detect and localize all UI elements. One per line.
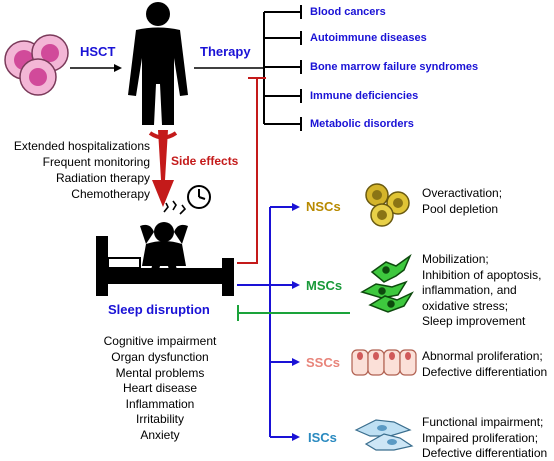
indication-metabolic-disorders: Metabolic disorders [310,118,414,130]
isc-effect-2: Impaired proliferation; [422,431,539,445]
isc-cells-icon [354,419,414,451]
cause-frequent-monitoring: Frequent monitoring [42,155,150,169]
msc-effect-3: inflammation, and [422,283,517,297]
indication-autoimmune-diseases: Autoimmune diseases [310,32,427,44]
msc-cells-icon [360,253,414,313]
isc-effect-1: Functional impairment; [422,415,544,429]
hsct-label: HSCT [80,44,116,59]
nsc-effect-2: Pool depletion [422,202,499,216]
consequence-organ-dysfunction: Organ dysfunction [111,350,209,364]
msc-effect-5: Sleep improvement [422,314,526,328]
msc-effect-4: oxidative stress; [422,299,509,313]
isc-effect-3: Defective differentiation [422,446,548,460]
cause-radiation-therapy: Radiation therapy [55,171,150,185]
sleep-disruption-label: Sleep disruption [108,302,210,317]
stress-lines-icon [163,200,187,215]
nsc-effect-1: Overactivation; [422,186,503,200]
bed-patient-icon [96,222,234,296]
nsc-cells-icon [365,183,410,227]
sleep-inhibits-therapy-line [237,77,266,264]
therapy-bracket [263,5,302,131]
consequence-mental-problems: Mental problems [115,366,205,380]
mscs-label: MSCs [306,278,343,293]
cause-extended-hospitalizations: Extended hospitalizations [13,139,150,153]
msc-effect-2: Inhibition of apoptosis, [422,268,542,282]
consequence-heart-disease: Heart disease [122,381,198,395]
therapy-label: Therapy [200,44,251,59]
consequence-inflammation: Inflammation [125,397,195,411]
side-effects-arrow [148,130,178,207]
blood-cells-icon [4,34,69,96]
indication-bone-marrow-failure: Bone marrow failure syndromes [310,61,479,73]
patient-figure-icon [128,2,188,125]
indication-immune-deficiencies: Immune deficiencies [310,90,419,102]
msc-effect-1: Mobilization; [422,252,489,266]
cause-chemotherapy: Chemotherapy [71,187,150,201]
clock-icon [187,185,211,209]
ssc-effect-2: Defective differentiation [422,365,548,379]
iscs-label: ISCs [308,430,337,445]
stem-cell-branches [237,203,300,441]
indication-blood-cancers: Blood cancers [310,6,386,18]
ssc-effect-1: Abnormal proliferation; [422,349,543,363]
nscs-label: NSCs [306,199,341,214]
ssc-cells-icon [351,349,417,376]
sscs-label: SSCs [306,355,340,370]
consequence-anxiety: Anxiety [140,428,180,442]
consequence-cognitive-impairment: Cognitive impairment [103,334,217,348]
side-effects-label: Side effects [171,154,239,168]
consequence-irritability: Irritability [135,412,184,426]
mscs-inhibits-sleep-line [237,305,350,321]
